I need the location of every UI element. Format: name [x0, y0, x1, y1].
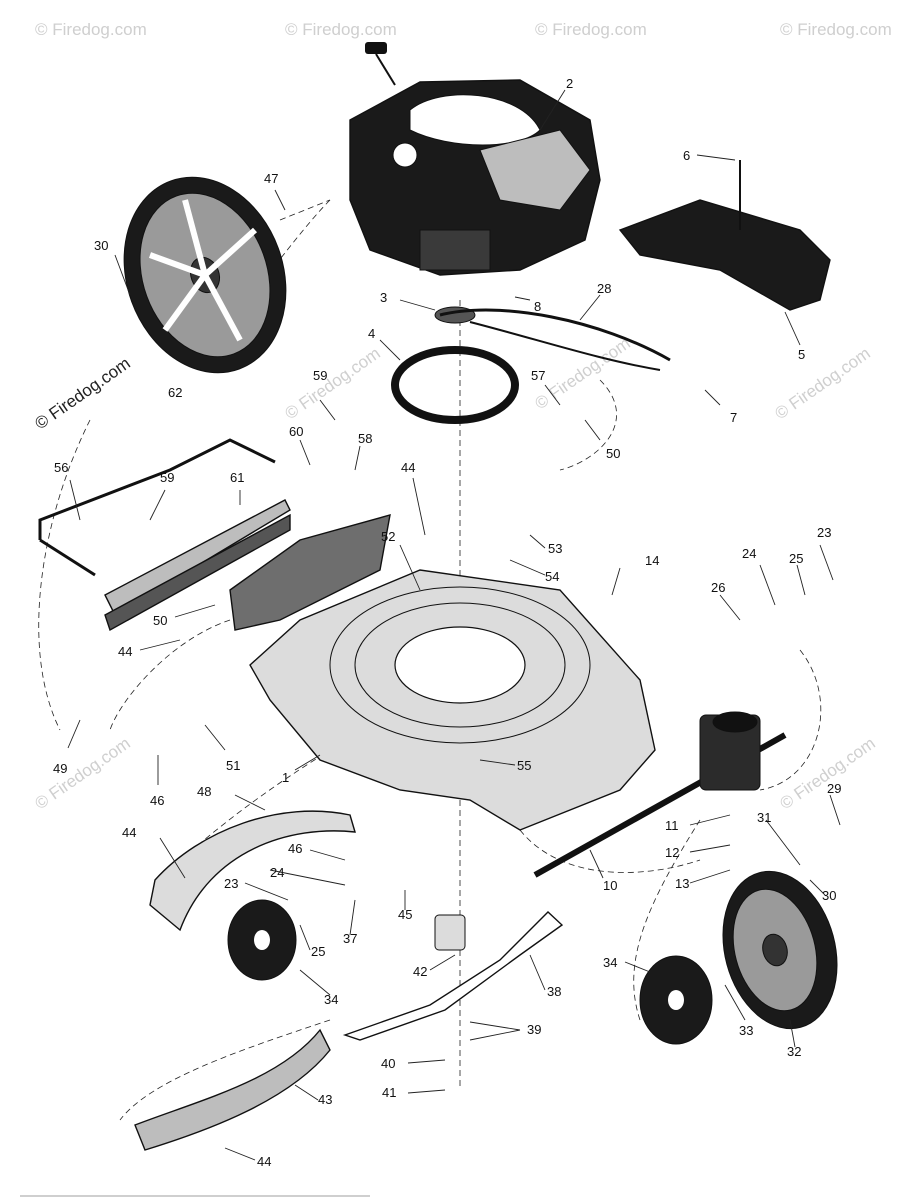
label-52: 52 — [381, 529, 395, 544]
label-25-left: 25 — [311, 944, 325, 959]
label-62: 62 — [168, 385, 182, 400]
label-38: 38 — [547, 984, 561, 999]
watermark-right-2: © Firedog.com — [776, 734, 878, 814]
transmission-part — [699, 711, 761, 791]
rear-skirt-part — [134, 1028, 331, 1151]
label-59-top: 59 — [313, 368, 327, 383]
label-23-left: 23 — [224, 876, 238, 891]
label-25-right: 25 — [789, 551, 803, 566]
label-12: 12 — [665, 845, 679, 860]
watermark-top-right: © Firedog.com — [780, 20, 892, 39]
watermark-right-1: © Firedog.com — [771, 344, 873, 424]
label-14: 14 — [645, 553, 659, 568]
label-2: 2 — [566, 76, 573, 91]
label-58: 58 — [358, 431, 372, 446]
label-34-left: 34 — [324, 992, 338, 1007]
label-55: 55 — [517, 758, 531, 773]
label-13: 13 — [675, 876, 689, 891]
rear-baffle-part — [229, 514, 391, 631]
label-46-mid: 46 — [288, 841, 302, 856]
label-53: 53 — [548, 541, 562, 556]
label-32: 32 — [787, 1044, 801, 1059]
watermark-left-low: © Firedog.com — [31, 734, 133, 814]
label-23-right: 23 — [817, 525, 831, 540]
label-39: 39 — [527, 1022, 541, 1037]
hubcap-right — [639, 955, 713, 1045]
part-labels: 2 6 3 8 28 4 5 7 47 30 62 59 60 58 57 50… — [53, 76, 841, 1169]
label-24-left: 24 — [270, 865, 284, 880]
label-41: 41 — [382, 1085, 396, 1100]
label-34-right: 34 — [603, 955, 617, 970]
label-43: 43 — [318, 1092, 332, 1107]
label-6: 6 — [683, 148, 690, 163]
label-45: 45 — [398, 907, 412, 922]
label-37: 37 — [343, 931, 357, 946]
label-47: 47 — [264, 171, 278, 186]
watermark-top-left: © Firedog.com — [35, 20, 147, 39]
label-54: 54 — [545, 569, 559, 584]
label-44-lower: 44 — [122, 825, 136, 840]
watermark-mid-1: © Firedog.com — [281, 344, 383, 424]
belt-drive-parts — [391, 306, 671, 424]
label-50-left: 50 — [153, 613, 167, 628]
label-42: 42 — [413, 964, 427, 979]
handle-part — [38, 438, 276, 577]
label-26: 26 — [711, 580, 725, 595]
watermark-top-mid: © Firedog.com — [285, 20, 397, 39]
discharge-cover-part — [618, 160, 831, 311]
blade-part — [342, 911, 564, 1041]
watermark-mid-2: © Firedog.com — [531, 334, 633, 414]
front-wheel-right — [722, 870, 838, 1030]
label-46-left: 46 — [150, 793, 164, 808]
label-40: 40 — [381, 1056, 395, 1071]
engine-part — [349, 42, 601, 276]
watermark-left-main: © Firedog.com — [31, 354, 133, 434]
label-48: 48 — [197, 784, 211, 799]
label-4: 4 — [368, 326, 375, 341]
label-59-left: 59 — [160, 470, 174, 485]
label-5: 5 — [798, 347, 805, 362]
label-10: 10 — [603, 878, 617, 893]
label-28: 28 — [597, 281, 611, 296]
label-44-bottom: 44 — [257, 1154, 271, 1169]
label-30-top: 30 — [94, 238, 108, 253]
rear-wheel-left — [123, 176, 287, 374]
rear-flap-part — [104, 499, 291, 632]
label-7: 7 — [730, 410, 737, 425]
leader-lines — [67, 89, 841, 1161]
label-56: 56 — [54, 460, 68, 475]
label-61: 61 — [230, 470, 244, 485]
label-31: 31 — [757, 810, 771, 825]
label-3: 3 — [380, 290, 387, 305]
label-33: 33 — [739, 1023, 753, 1038]
label-51: 51 — [226, 758, 240, 773]
label-49: 49 — [53, 761, 67, 776]
deck-part — [249, 569, 656, 831]
watermark-top-mid2: © Firedog.com — [535, 20, 647, 39]
label-30-right: 30 — [822, 888, 836, 903]
label-24-right: 24 — [742, 546, 756, 561]
label-44-left: 44 — [118, 644, 132, 659]
front-skirt-part — [149, 810, 356, 932]
hubcap-left — [227, 899, 297, 981]
label-44-mid: 44 — [401, 460, 415, 475]
label-50-top: 50 — [606, 446, 620, 461]
label-1: 1 — [282, 770, 289, 785]
label-57: 57 — [531, 368, 545, 383]
label-8: 8 — [534, 299, 541, 314]
label-29: 29 — [827, 781, 841, 796]
label-11: 11 — [665, 818, 679, 833]
label-60: 60 — [289, 424, 303, 439]
